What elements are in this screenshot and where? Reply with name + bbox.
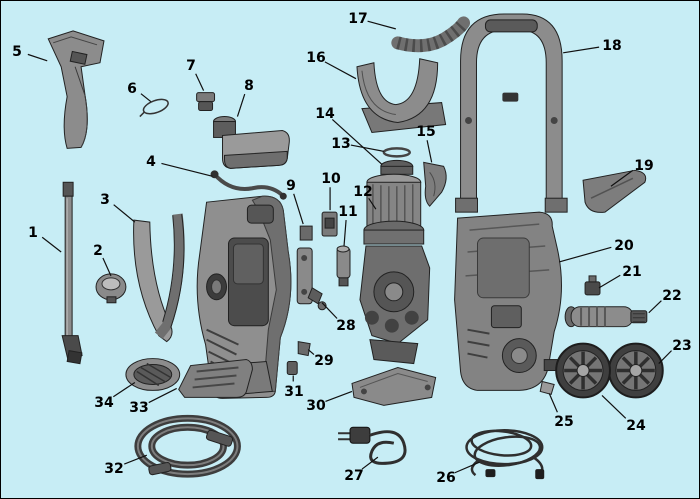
- part-small-parts-illustration: [307, 287, 327, 311]
- leader-line-power-plug: [361, 456, 379, 470]
- part-hose-cradle-illustration: [356, 58, 447, 134]
- part-motor-pump-illustration: [359, 173, 431, 365]
- part-wheel-left-illustration: [555, 342, 611, 399]
- leader-line-vent-grate: [113, 381, 136, 398]
- part-handle-frame-illustration: [455, 13, 568, 213]
- leader-line-motor: [368, 197, 377, 210]
- part-hose-coil-illustration: [134, 414, 241, 478]
- part-detergent-tank-illustration: [213, 116, 290, 169]
- leader-line-rear-housing: [558, 246, 612, 263]
- part-power-plug-illustration: [338, 426, 407, 465]
- leader-line-nut: [195, 73, 205, 91]
- leader-line-small-parts: [321, 302, 338, 319]
- leader-line-outlet-fitting: [598, 274, 621, 289]
- part-lance-illustration: [61, 181, 83, 365]
- leader-line-handle-frame: [563, 46, 600, 54]
- leader-line-detergent-tank: [236, 93, 246, 117]
- part-base-plate-illustration: [351, 367, 437, 406]
- leader-line-wheel-right: [658, 350, 672, 364]
- leader-line-outlet-tube: [648, 300, 662, 314]
- part-rear-housing-illustration: [454, 211, 562, 391]
- leader-line-motor-cap: [331, 119, 383, 165]
- leader-line-wheel-left: [601, 394, 627, 419]
- part-handle-fork-illustration: [133, 213, 185, 343]
- part-motor-cap-illustration: [380, 159, 414, 175]
- leader-lines-layer: [27, 20, 672, 474]
- part-outlet-fitting-illustration: [584, 275, 601, 296]
- part-bracket-strip-illustration: [296, 225, 313, 305]
- leader-line-cable-bundle: [454, 461, 480, 474]
- part-vent-grate-illustration: [125, 358, 181, 391]
- leader-line-lance: [41, 236, 62, 253]
- leader-line-handle-fork: [113, 204, 136, 223]
- part-side-bracket-illustration: [423, 161, 447, 207]
- part-small-clip-illustration: [297, 341, 311, 357]
- leader-line-axle-cap: [548, 393, 558, 413]
- part-ring-illustration: [382, 147, 412, 158]
- leader-line-small-clip: [307, 349, 315, 356]
- leader-line-hose-coil: [124, 454, 148, 465]
- part-outlet-tube-illustration: [564, 306, 648, 328]
- leader-line-spray-gun: [27, 53, 48, 62]
- leader-line-hose-cradle: [324, 61, 357, 80]
- part-clip-block-illustration: [321, 211, 338, 237]
- leader-line-knob: [102, 257, 112, 277]
- part-small-plug-illustration: [286, 361, 298, 375]
- part-cable-bundle-illustration: [465, 429, 545, 480]
- leader-line-base-plate: [325, 390, 353, 402]
- leader-line-bracket-strip: [293, 193, 304, 225]
- leader-line-side-bracket: [426, 140, 433, 163]
- part-nut-illustration: [196, 92, 216, 112]
- part-knob-illustration: [95, 273, 127, 304]
- part-wheel-right-illustration: [607, 342, 664, 399]
- part-fin-bracket-illustration: [582, 169, 647, 213]
- part-spray-gun-illustration: [47, 30, 105, 149]
- leader-line-ring: [350, 144, 384, 152]
- leader-line-fin-bracket: [610, 169, 634, 187]
- part-corrugated-hose-illustration: [391, 16, 471, 53]
- part-detergent-tube-illustration: [210, 170, 287, 200]
- leader-line-foot: [148, 387, 177, 404]
- leader-line-small-cylinder: [343, 220, 347, 247]
- part-wire-clip-illustration: [139, 98, 169, 118]
- leader-line-corrugated-hose: [367, 20, 396, 30]
- part-small-cylinder-illustration: [336, 245, 351, 287]
- leader-line-detergent-tube: [161, 162, 213, 177]
- part-foot-illustration: [178, 359, 253, 398]
- leader-line-wire-clip: [140, 93, 152, 103]
- part-axle-cap-illustration: [539, 380, 555, 396]
